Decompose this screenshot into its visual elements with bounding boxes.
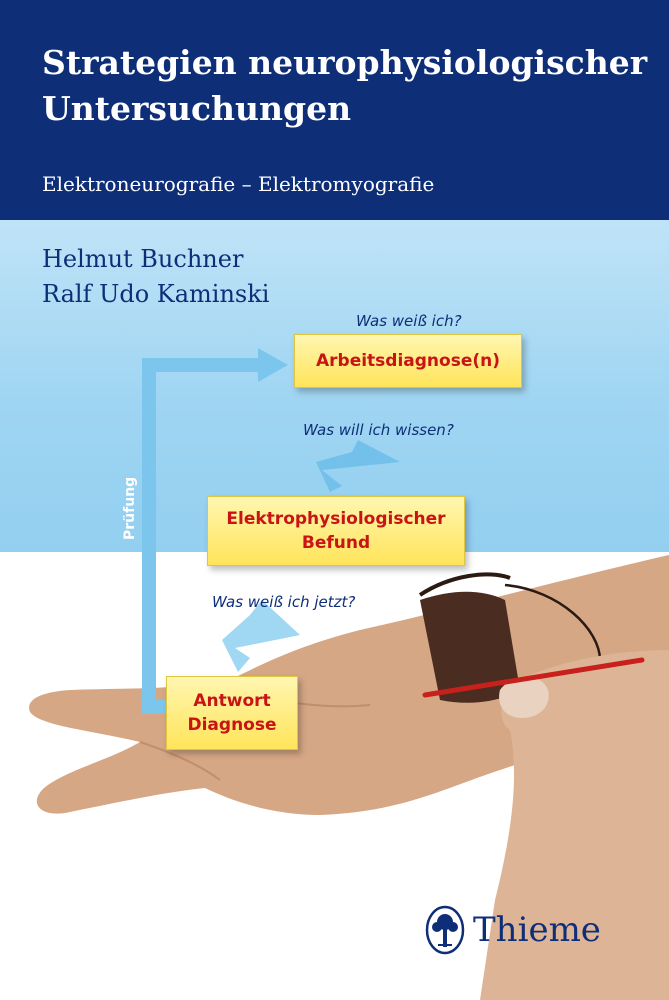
title-line-1: Strategien neurophysiologischer [42,43,648,82]
publisher-name: Thieme [473,910,601,950]
down-arrow-2 [222,600,300,672]
question-what-do-i-want-to-know: Was will ich wissen? [303,421,454,439]
box-working-diagnosis: Arbeitsdiagnose(n) [294,334,522,388]
finger-crease [139,741,221,781]
author-2: Ralf Udo Kaminski [42,280,270,308]
check-label: Prüfung [122,476,138,540]
answer-label-line-2: Diagnose [187,715,277,735]
question-what-do-i-know: Was weiß ich? [356,312,462,330]
check-arrow-foot [142,700,166,714]
publisher-logo: Thieme [425,905,601,955]
thumbnail [499,676,549,718]
check-arrow-head [258,348,288,382]
finding-label-line-2: Befund [301,533,371,553]
needle-electrode [422,657,645,698]
book-title: Strategien neurophysiologischer Untersuc… [42,40,648,132]
working-diagnosis-label: Arbeitsdiagnose(n) [315,351,501,371]
box-electrophysiological-finding: Elektrophysiologischer Befund [207,496,465,566]
check-arrow-top [142,358,260,372]
down-arrow-1 [316,440,400,492]
author-list: Helmut Buchner Ralf Udo Kaminski [42,242,269,312]
box-answer-diagnosis: Antwort Diagnose [166,676,298,750]
electrode-cable-2 [504,583,602,661]
electrode-cable [418,572,511,597]
answer-label-line-1: Antwort [193,691,271,711]
wristband [420,591,520,703]
tree-logo-icon [425,905,465,955]
forearm-and-palm-shape [29,555,669,815]
examiner-hand [480,650,669,1000]
book-subtitle: Elektroneurografie – Elektromyografie [42,172,435,196]
title-banner [0,0,669,220]
author-1: Helmut Buchner [42,245,244,273]
check-arrow-vertical [142,358,156,713]
question-what-do-i-know-now: Was weiß ich jetzt? [212,593,356,611]
title-line-2: Untersuchungen [42,89,352,128]
finding-label-line-1: Elektrophysiologischer [226,509,446,529]
check-loop-arrow [142,348,288,714]
